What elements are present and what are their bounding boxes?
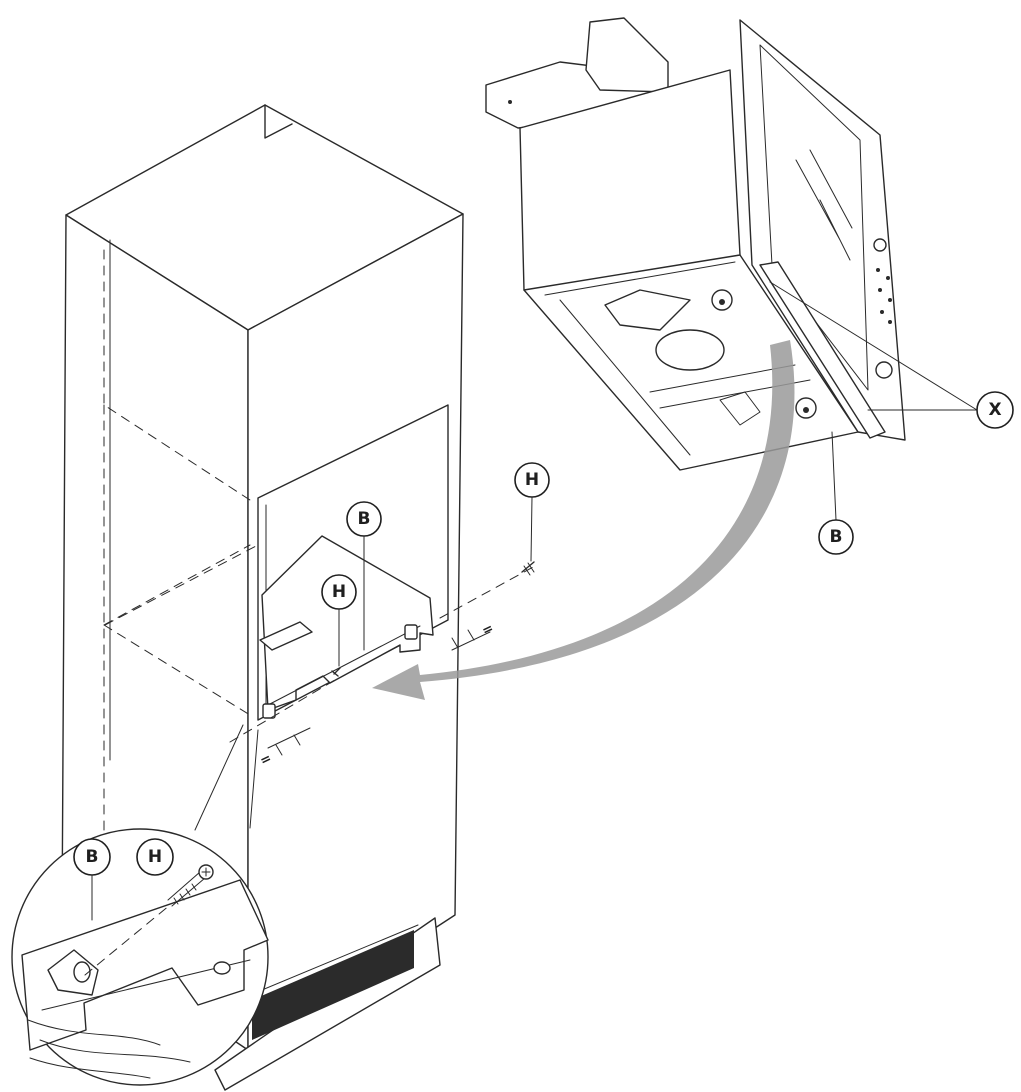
oven-bracket bbox=[759, 261, 886, 439]
svg-text:H: H bbox=[525, 470, 539, 490]
oven-control-dots bbox=[873, 238, 893, 379]
callout-h-main: H bbox=[321, 574, 357, 667]
callout-h-detail: H bbox=[136, 838, 174, 876]
svg-text:B: B bbox=[830, 527, 843, 547]
callout-h-right: H bbox=[514, 462, 550, 562]
detail-magnifier bbox=[11, 724, 269, 1086]
leader-x bbox=[769, 281, 978, 411]
svg-text:X: X bbox=[988, 400, 1001, 420]
cabinet-hidden-edges bbox=[103, 249, 251, 831]
oven bbox=[485, 17, 906, 471]
screw-icon bbox=[521, 561, 535, 576]
bracket-lug-right bbox=[404, 624, 418, 640]
screw-icon bbox=[331, 667, 341, 677]
leader-b-right bbox=[831, 431, 837, 521]
svg-text:H: H bbox=[332, 582, 346, 602]
callout-b-main: B bbox=[346, 501, 382, 651]
bracket-lug-left bbox=[262, 703, 276, 719]
svg-text:B: B bbox=[86, 847, 99, 867]
svg-text:B: B bbox=[358, 509, 371, 529]
equal-spacing-right: = bbox=[451, 621, 496, 651]
svg-text:=: = bbox=[480, 621, 496, 639]
callout-b-right: B bbox=[818, 519, 854, 555]
callout-b-detail: B bbox=[73, 838, 111, 921]
oven-door bbox=[739, 19, 906, 441]
callout-x-right: X bbox=[976, 391, 1014, 429]
cabinet-vent bbox=[252, 930, 414, 1040]
mounting-bracket bbox=[259, 535, 434, 719]
svg-text:H: H bbox=[148, 847, 162, 867]
screw-icon bbox=[167, 864, 214, 907]
alignment-lines bbox=[104, 544, 536, 743]
